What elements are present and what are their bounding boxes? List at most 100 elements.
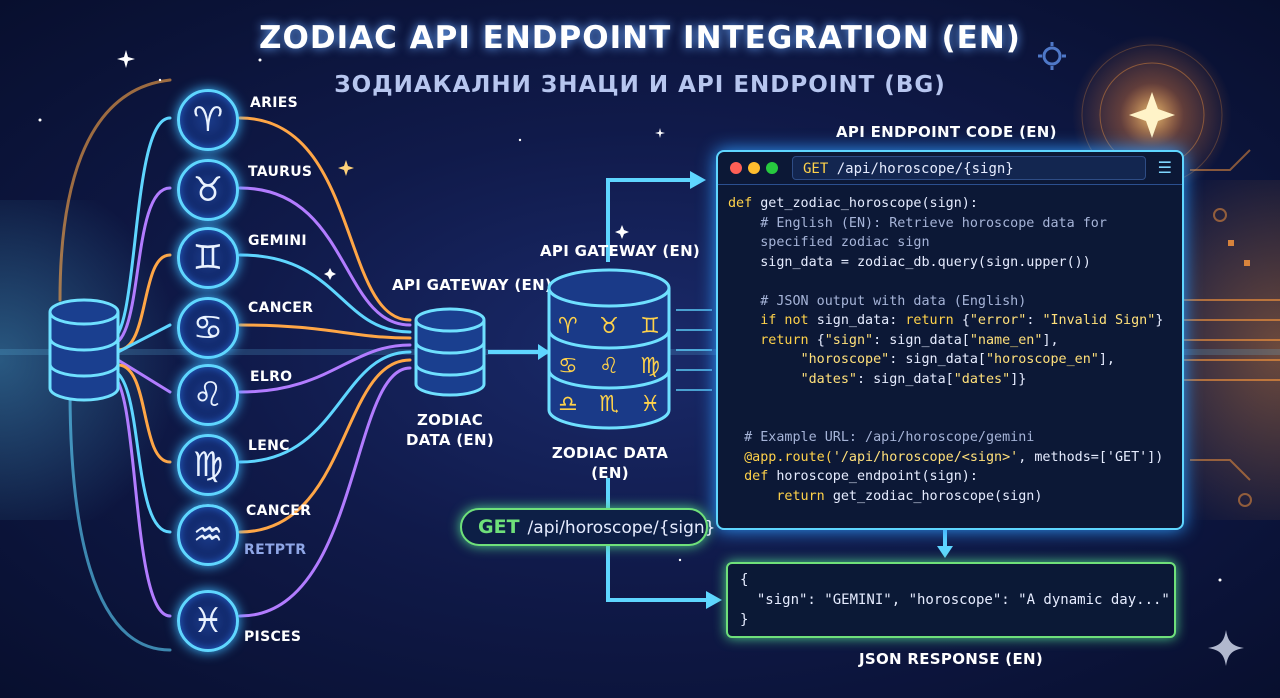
sign-label-aquarius: CANCER [246,503,312,519]
code-token: if not [728,313,817,328]
code-token: "sign" [824,332,874,348]
glyph-gemini: ♊ [640,314,660,339]
json-response-label: JSON RESPONSE (EN) [859,650,1043,668]
code-token [728,411,736,426]
code-token: : sign_data[ [857,371,954,387]
sign-label-taurus: TAURUS [248,164,313,180]
get-method: GET [478,516,520,538]
code-token [728,391,736,406]
code-line: @app.route('/api/horoscope/<sign>', meth… [728,448,1174,468]
code-line: "horoscope": sign_data["horoscope_en"], [728,350,1174,370]
minimize-dot-icon[interactable] [748,162,760,174]
code-line: # English (EN): Retrieve horoscope data … [728,214,1174,234]
code-token: get_zodiac_horoscope(sign): [760,196,978,211]
json-response-panel: { "sign": "GEMINI", "horoscope": "A dyna… [726,562,1176,638]
code-token: sign_data = zodiac_db.query(sign.upper()… [728,254,1091,270]
code-line: # JSON output with data (English) [728,292,1174,312]
code-token: # Example URL: /api/horoscope/gemini [728,430,1035,445]
sign-label-cancer: CANCER [248,300,314,316]
code-token: return [728,332,817,348]
code-token: : sign_data[ [889,352,986,367]
taurus-icon[interactable]: ♉ [177,159,239,221]
aquarius-icon[interactable]: ♒ [177,504,239,566]
code-line: return {"sign": sign_data["name_en"], [728,331,1174,351]
code-token: , methods=['GET']) [1018,449,1164,465]
code-token: "dates" [953,371,1011,387]
json-line-2: "sign": "GEMINI", "horoscope": "A dynami… [740,592,1170,608]
close-dot-icon[interactable] [730,162,742,174]
gateway-big-data-label-2: (EN) [591,464,629,482]
glyph-scorpio: ♏ [599,392,619,417]
glyph-leo: ♌ [599,354,619,379]
code-window-titlebar: GET /api/horoscope/{sign} ☰ [718,152,1182,185]
code-line: def get_zodiac_horoscope(sign): [728,194,1174,214]
sign-label-gemini: GEMINI [248,233,307,249]
sign-label-pisces: PISCES [244,629,302,645]
code-token: # English (EN): Retrieve horoscope data … [728,215,1107,231]
code-token: : sign_data[ [873,332,970,348]
source-database-icon [48,298,120,402]
code-panel-label: API ENDPOINT CODE (EN) [836,123,1057,141]
code-token: '/api/horoscope/<sign>' [832,449,1019,465]
main-title: ZODIAC API ENDPOINT INTEGRATION (EN) [259,20,1021,56]
code-token: ]} [1010,371,1027,387]
virgo-icon[interactable]: ♍ [177,434,239,496]
glyph-virgo: ♍ [640,354,660,379]
code-token [728,352,801,367]
code-token: return [905,313,962,328]
code-line: def horoscope_endpoint(sign): [728,467,1174,487]
glyph-cancer: ♋ [558,354,578,379]
code-token: def [728,196,761,211]
json-line-1: { [740,572,749,588]
gateway-small-label: API GATEWAY (EN) [392,276,553,294]
glyph-pisces: ♓ [640,392,660,417]
maximize-dot-icon[interactable] [766,162,778,174]
code-token [728,372,801,387]
sign-label-virgo: LENC [248,438,290,454]
code-token: def [728,469,777,484]
leo-icon[interactable]: ♌ [177,364,239,426]
glyph-taurus: ♉ [599,314,619,339]
code-token: "Invalid Sign" [1042,313,1156,328]
json-line-3: } [740,612,749,628]
code-token: "error" [969,313,1027,328]
gateway-small-data-label-1: ZODIAC [416,411,484,429]
code-line [728,389,1174,409]
code-token: ], [1098,352,1115,367]
cancer-icon[interactable]: ♋ [177,297,239,359]
get-request-pill[interactable]: GET/api/horoscope/{sign} [460,508,716,546]
code-line: # Example URL: /api/horoscope/gemini [728,428,1174,448]
sparkle-icon[interactable] [1206,628,1246,668]
code-token: horoscope_endpoint(sign): [776,469,978,484]
code-token: "dates" [800,371,857,387]
code-line [728,409,1174,429]
glyph-libra: ♎ [558,392,578,417]
code-token [728,274,736,289]
zodiac-data-small-database-icon [414,307,486,397]
sign-sublabel-aquarius: RETPTR [244,542,307,558]
code-token: } [1155,313,1164,328]
gemini-icon[interactable]: ♊ [177,227,239,289]
code-token: "horoscope" [800,352,890,367]
code-token: "name_en" [969,332,1043,348]
aries-icon[interactable]: ♈ [177,89,239,151]
code-token: "horoscope_en" [986,352,1099,367]
url-method: GET [803,161,829,177]
code-line: return get_zodiac_horoscope(sign) [728,487,1174,507]
code-window: GET /api/horoscope/{sign} ☰ def get_zodi… [716,150,1184,530]
code-line [728,272,1174,292]
code-block: def get_zodiac_horoscope(sign): # Englis… [728,194,1174,506]
hamburger-menu-icon[interactable]: ☰ [1157,158,1172,177]
code-token: : [1026,313,1043,328]
code-line: "dates": sign_data["dates"]} [728,370,1174,390]
gateway-big-label: API GATEWAY (EN) [540,242,701,260]
gateway-big-data-label-1: ZODIAC DATA [551,444,669,462]
code-line: sign_data = zodiac_db.query(sign.upper()… [728,253,1174,273]
endpoint-url-bar[interactable]: GET /api/horoscope/{sign} [792,156,1146,180]
code-token: ], [1042,332,1059,348]
glyph-aries: ♈ [558,314,578,339]
pisces-icon[interactable]: ♓ [177,590,239,652]
code-token: @app.route( [728,449,833,465]
subtitle-bg: ЗОДИАКАЛНИ ЗНАЦИ И API ENDPOINT (BG) [334,72,946,98]
code-token: { [961,313,970,328]
